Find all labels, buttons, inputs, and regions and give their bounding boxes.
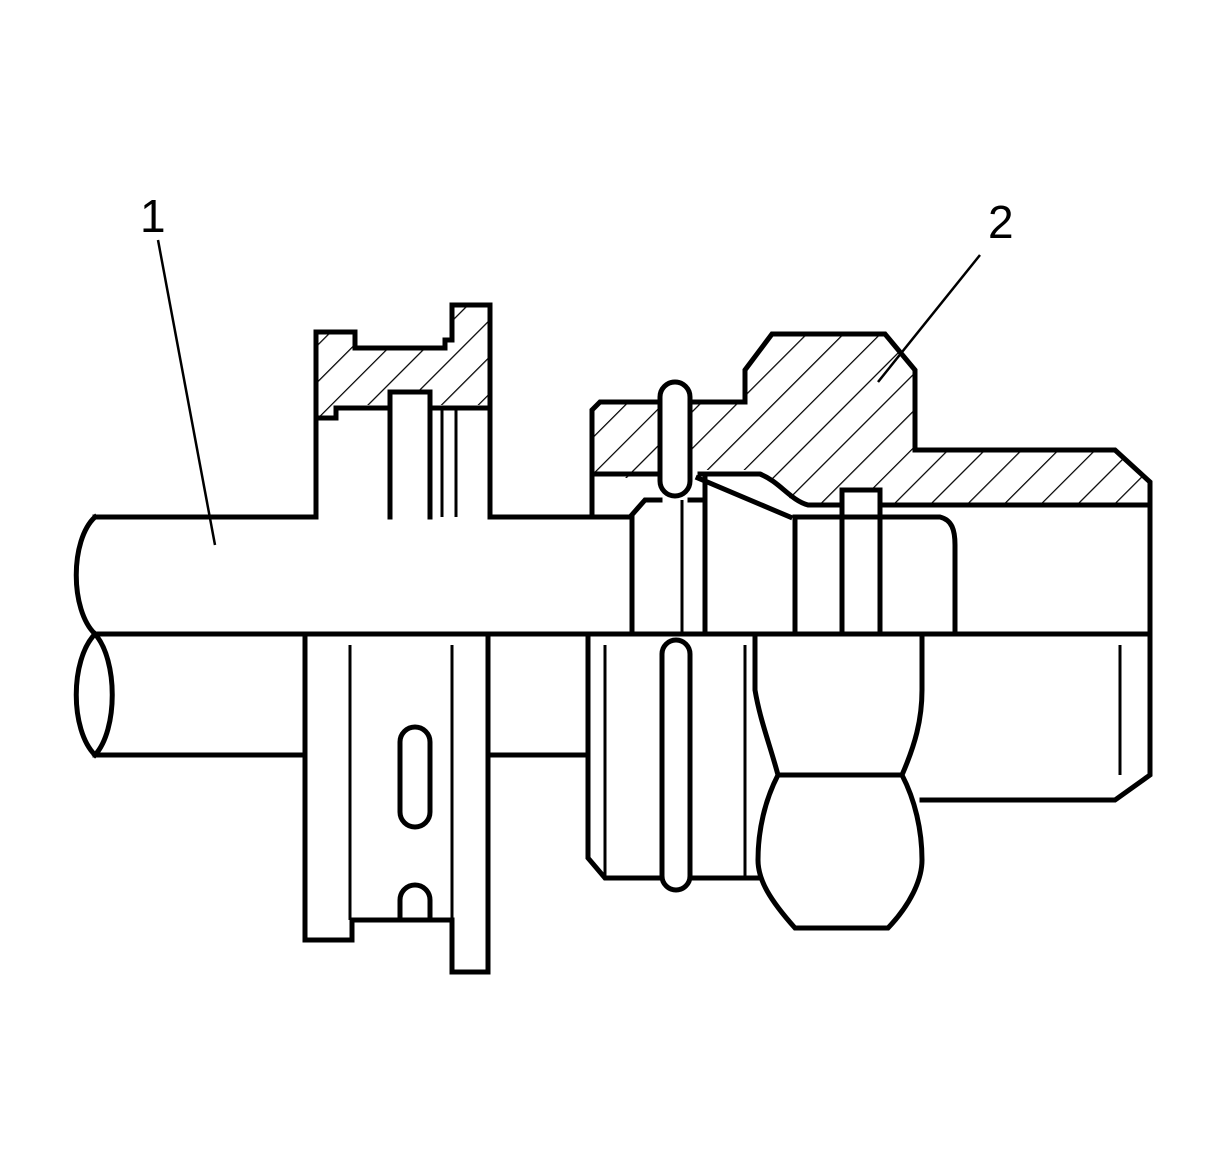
- connector-body: [585, 331, 1153, 931]
- retainer-clip: [302, 302, 493, 975]
- callout-1: 1: [140, 190, 217, 546]
- callout-2: 2: [877, 196, 1014, 383]
- callout-2-leader: [877, 254, 981, 383]
- connector-hatched-section: [592, 334, 1150, 505]
- retainer-hatched-section: [316, 305, 490, 418]
- callout-1-label: 1: [140, 190, 166, 242]
- callout-1-leader: [156, 239, 217, 546]
- pipe: [73, 513, 1153, 759]
- callout-2-label: 2: [988, 196, 1014, 248]
